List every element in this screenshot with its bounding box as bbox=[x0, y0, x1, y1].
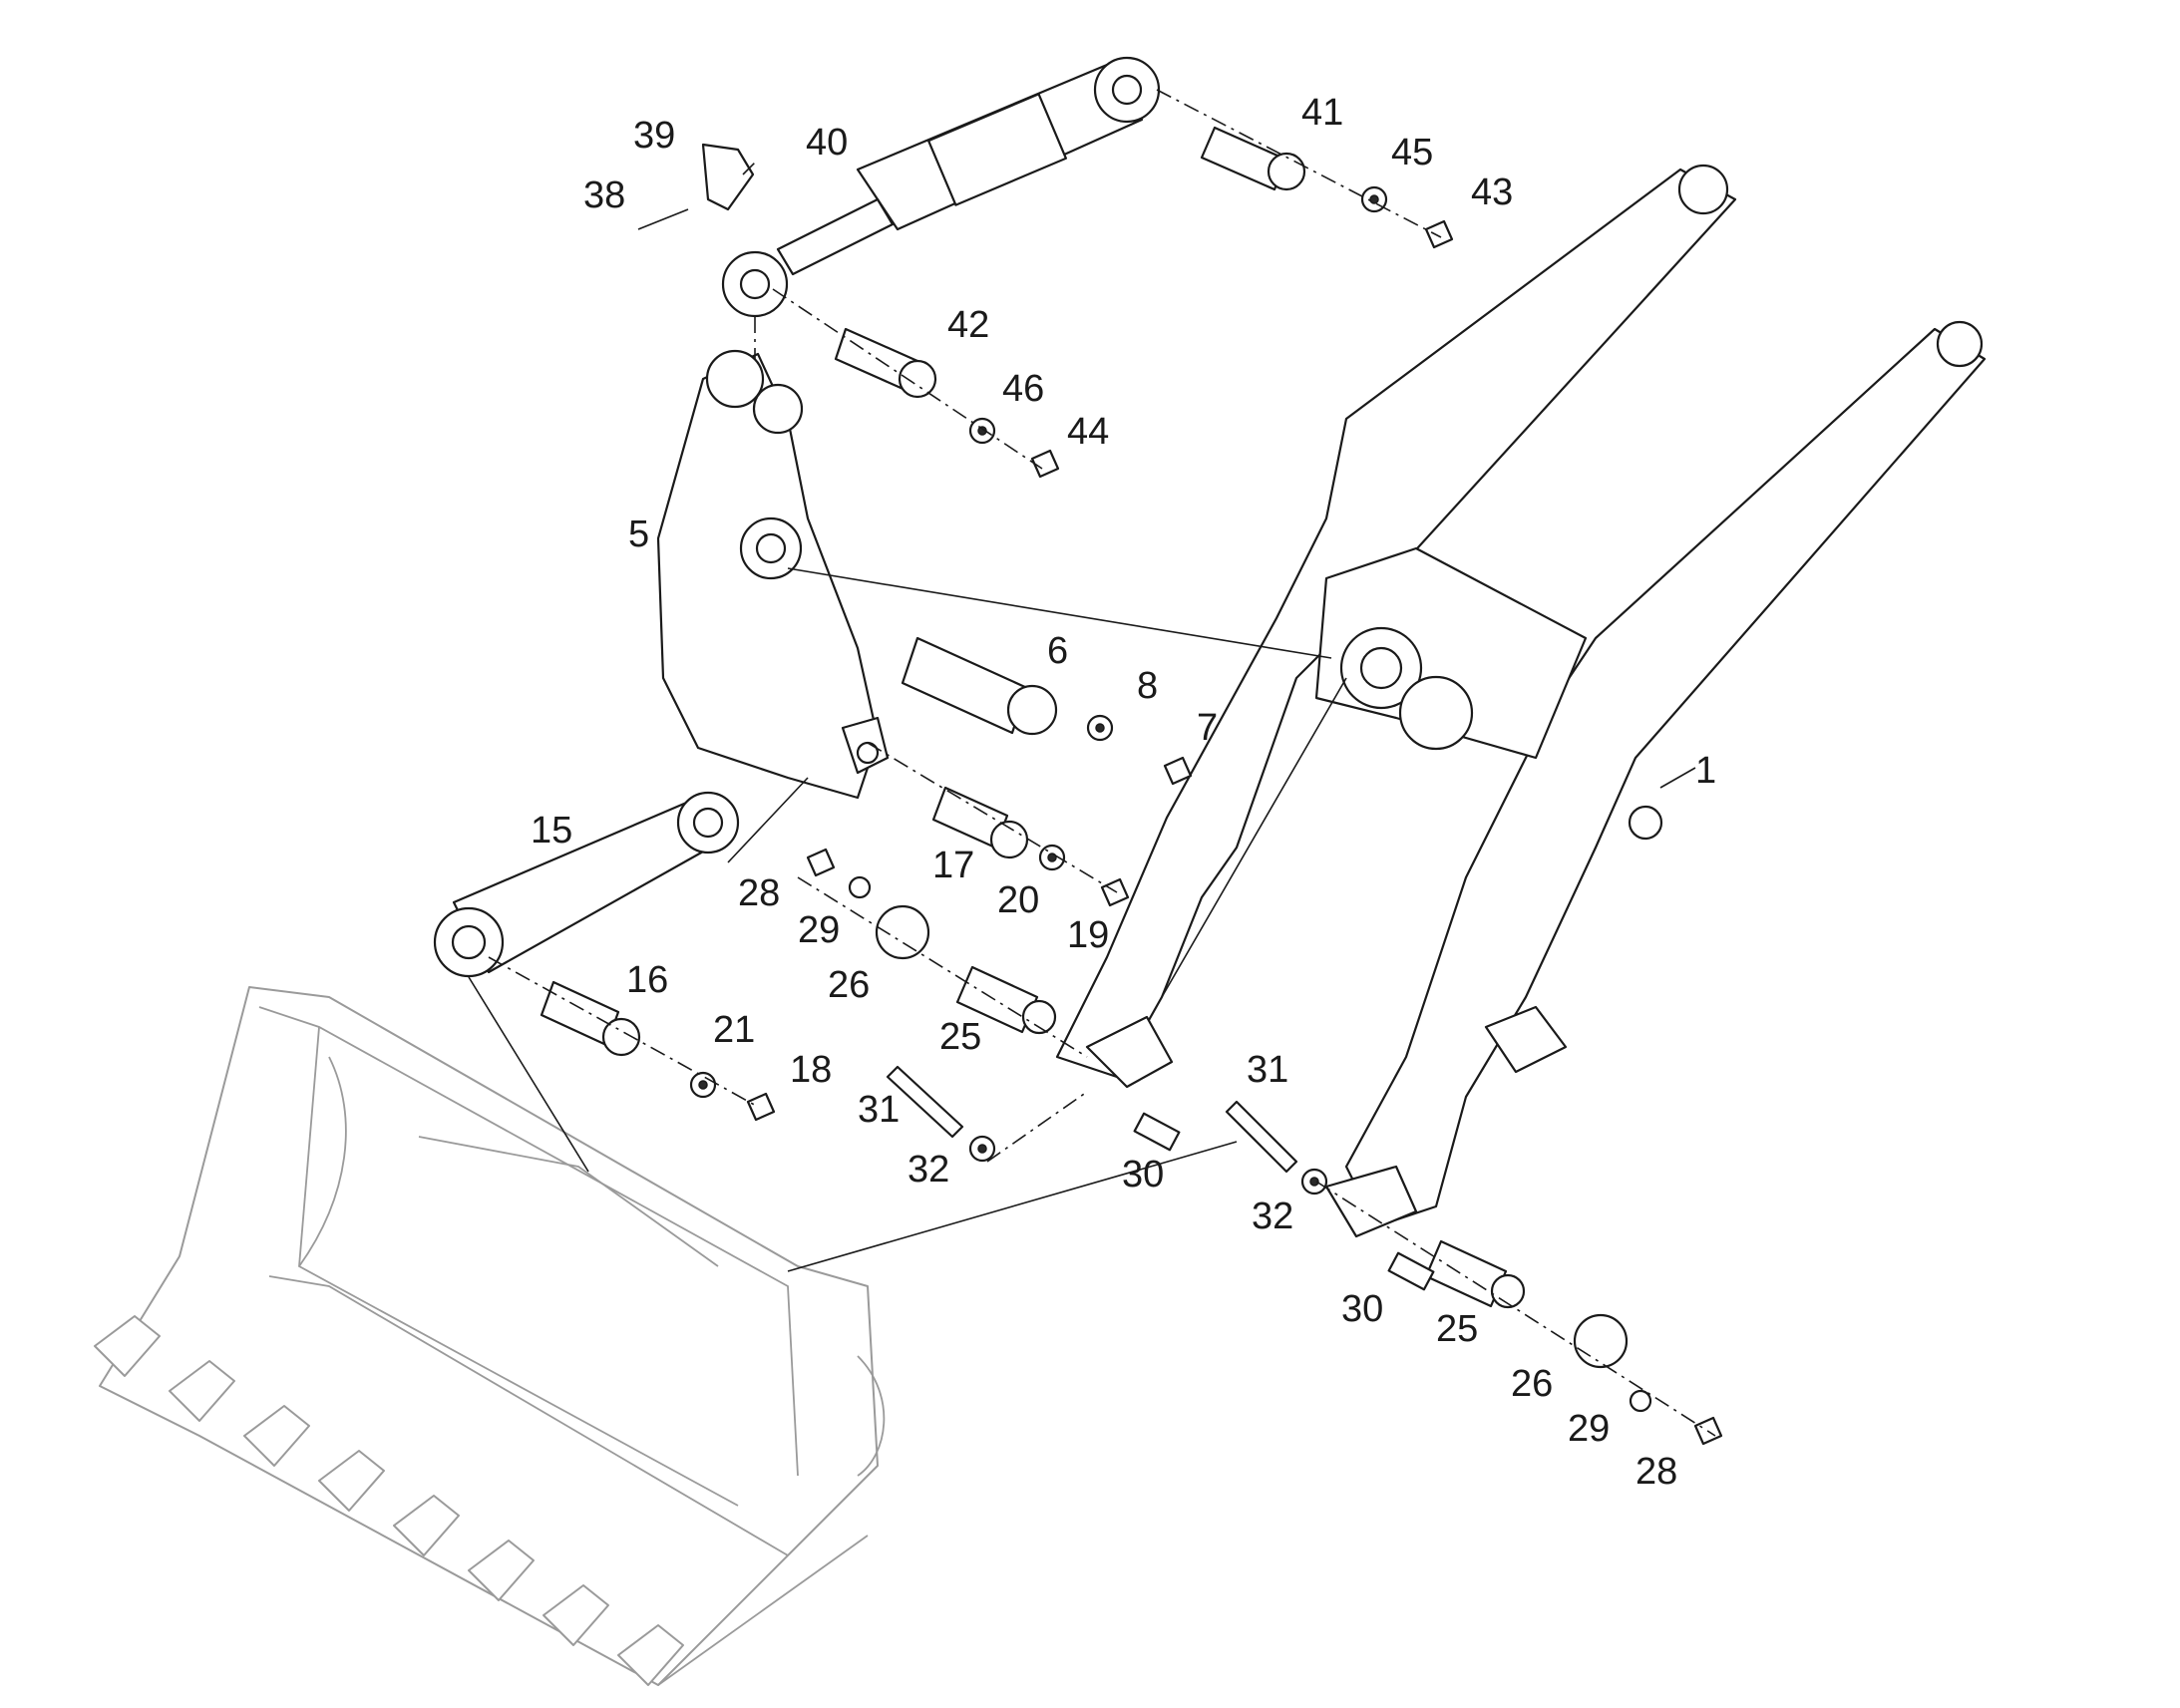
callout-32b: 32 bbox=[1252, 1196, 1293, 1237]
callout-43: 43 bbox=[1471, 171, 1513, 213]
callout-39: 39 bbox=[633, 115, 675, 157]
lift-arm-frame bbox=[1055, 164, 1987, 1238]
callout-16: 16 bbox=[626, 959, 668, 1001]
callout-44: 44 bbox=[1067, 411, 1109, 453]
callout-26a: 26 bbox=[828, 964, 870, 1006]
callout-31b: 31 bbox=[1247, 1049, 1288, 1091]
callout-30a: 30 bbox=[1122, 1154, 1164, 1196]
callout-46: 46 bbox=[1002, 368, 1044, 410]
callout-15: 15 bbox=[531, 810, 572, 852]
link bbox=[433, 791, 740, 978]
pin-17 bbox=[931, 786, 1029, 859]
callout-17: 17 bbox=[932, 845, 974, 886]
leader-lines bbox=[468, 567, 1347, 1272]
callout-18: 18 bbox=[790, 1049, 832, 1091]
callout-6: 6 bbox=[1047, 630, 1068, 672]
callout-25b: 25 bbox=[1436, 1308, 1478, 1350]
callout-8: 8 bbox=[1137, 665, 1158, 707]
pin-25-left bbox=[955, 965, 1057, 1035]
callout-29a: 29 bbox=[798, 909, 840, 951]
pin-6 bbox=[901, 636, 1058, 736]
callout-21: 21 bbox=[713, 1009, 755, 1051]
callout-45: 45 bbox=[1391, 132, 1433, 173]
callout-29b: 29 bbox=[1568, 1408, 1610, 1450]
pin-16 bbox=[540, 980, 641, 1057]
assembly-axis-lines bbox=[488, 89, 1716, 1437]
bucket bbox=[94, 986, 886, 1686]
callout-42: 42 bbox=[947, 304, 989, 346]
bell-crank bbox=[656, 349, 890, 800]
pin-41 bbox=[1200, 126, 1306, 191]
callout-5: 5 bbox=[628, 513, 649, 555]
callout-40: 40 bbox=[806, 122, 848, 164]
callout-41: 41 bbox=[1301, 92, 1343, 134]
callout-31a: 31 bbox=[858, 1089, 900, 1131]
callout-28a: 28 bbox=[738, 872, 780, 914]
callout-20: 20 bbox=[997, 879, 1039, 921]
callout-labels: 1 5 6 7 8 15 16 17 18 19 20 21 25 25 26 … bbox=[531, 92, 1716, 1493]
callout-28b: 28 bbox=[1635, 1451, 1677, 1493]
callout-25a: 25 bbox=[939, 1016, 981, 1058]
callout-19: 19 bbox=[1067, 914, 1109, 956]
hydraulic-cylinder bbox=[721, 56, 1161, 318]
callout-38: 38 bbox=[583, 174, 625, 216]
callout-1: 1 bbox=[1695, 750, 1716, 792]
callout-26b: 26 bbox=[1511, 1363, 1553, 1405]
callout-7: 7 bbox=[1197, 707, 1218, 749]
pin-25-right bbox=[1424, 1239, 1526, 1309]
hardware bbox=[637, 143, 1723, 1446]
callout-32a: 32 bbox=[908, 1149, 949, 1191]
callout-30b: 30 bbox=[1341, 1288, 1383, 1330]
